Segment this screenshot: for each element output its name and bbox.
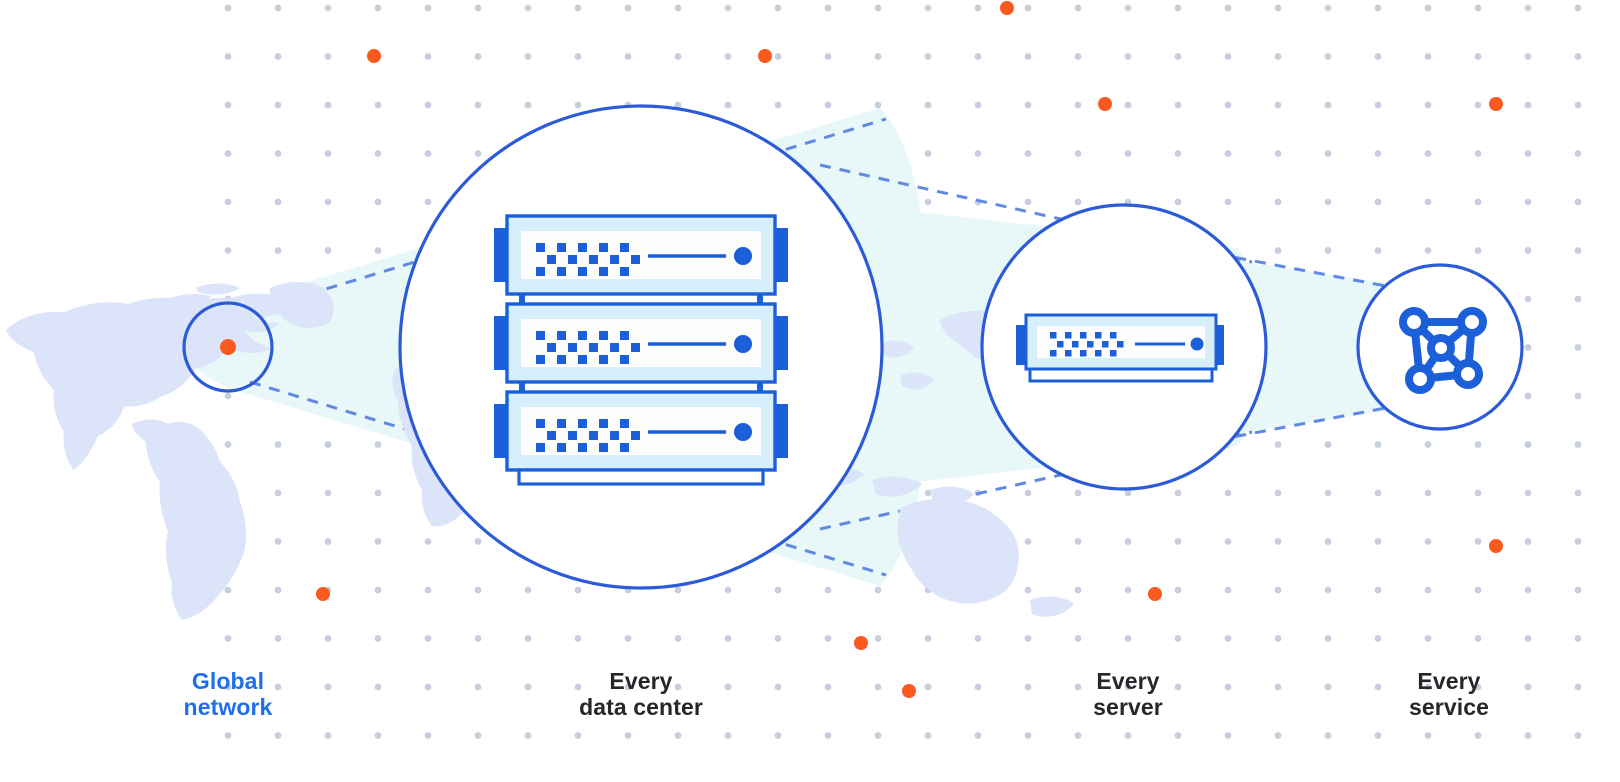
server-unit-icon [1016,313,1224,383]
network-graph-icon [1399,307,1487,394]
stage-label-server: Every server [1093,668,1163,720]
map-highlight-circle [182,301,274,393]
orange-accent-dots [316,1,1503,698]
stage-label-service: Every service [1409,668,1489,720]
server-rack-icon [494,214,788,486]
dash-top-map-dc [249,117,887,314]
rack-unit-2 [494,302,788,396]
stage-label-data-center: Every data center [579,668,703,720]
rack-unit-1 [494,214,788,308]
rack-unit-3 [494,390,788,472]
dash-bottom-map-dc [249,380,887,577]
rack-base [517,468,765,486]
stage-label-global-network: Global network [183,668,273,720]
server-unit-base [1028,367,1214,383]
map-location-marker-dot [220,339,236,355]
